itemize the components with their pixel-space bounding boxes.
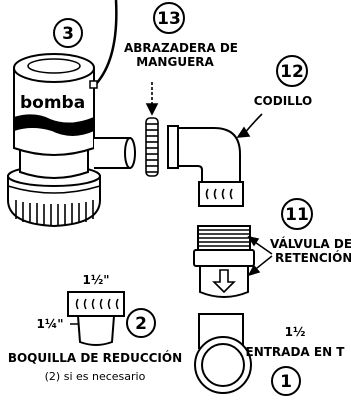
callout-13-number: 13	[157, 9, 181, 29]
check-valve-label-line2: RETENCIÓN	[275, 250, 351, 265]
clamp-arrow	[145, 82, 159, 116]
pump-top-cap	[13, 53, 95, 83]
elbow-arrow	[236, 113, 263, 138]
callout-2-number: 2	[135, 314, 147, 334]
elbow-label: CODILLO	[254, 94, 313, 108]
bilge-pump	[7, 0, 136, 228]
hose-clamp	[145, 117, 159, 177]
callout-3-circle	[53, 18, 83, 48]
pump-label: bomba	[20, 93, 85, 113]
pump-seam-band	[13, 114, 95, 136]
check-valve	[193, 225, 255, 298]
callout-3-number: 3	[62, 24, 74, 44]
callout-13-circle	[153, 2, 185, 34]
callout-12-circle	[276, 55, 308, 87]
callout-1-circle	[271, 366, 301, 396]
callout-2-circle	[126, 308, 156, 338]
valve-flow-arrow	[212, 269, 236, 294]
callout-11-circle	[281, 198, 313, 230]
reducer-large-end	[67, 291, 125, 317]
pump-strainer-base	[7, 175, 101, 228]
hose-clamp-label-line2: MANGUERA	[136, 55, 214, 69]
pump-cable-grommet	[89, 80, 98, 89]
tee-inlet	[194, 313, 252, 394]
elbow-threaded-end	[198, 181, 244, 207]
reducer-note: (2) si es necesario	[45, 370, 146, 383]
callout-1-number: 1	[280, 372, 292, 392]
reducer-size-small-label: 1¼"	[36, 317, 63, 331]
strainer-ribs	[15, 200, 94, 225]
tee-size-label: 1½	[285, 325, 306, 339]
valve-pointer-arrows	[247, 235, 273, 277]
hose-clamp-label-line1: ABRAZADERA DE	[124, 41, 238, 55]
callout-12-number: 12	[280, 62, 304, 82]
callout-11-number: 11	[285, 205, 309, 225]
reducer-size-large-label: 1½"	[82, 273, 109, 287]
reducer-fitting	[67, 291, 125, 346]
elbow-fitting	[167, 125, 244, 207]
reducer-title: BOQUILLA DE REDUCCIÓN	[8, 350, 182, 365]
pump-power-cable	[95, 0, 118, 85]
check-valve-label-line1: VÁLVULA DE	[270, 236, 351, 251]
reducer-small-end	[76, 315, 116, 346]
tee-title: ENTRADA EN T	[246, 345, 346, 359]
